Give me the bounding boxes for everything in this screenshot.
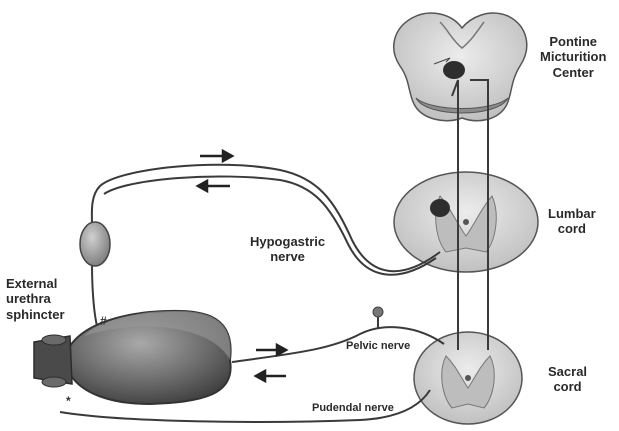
- lumbar-cord-label: Lumbar cord: [548, 206, 596, 237]
- sacral-cord-label: Sacral cord: [548, 364, 587, 395]
- pons-section: [394, 13, 527, 121]
- arrow-efferent-hypogastric: [200, 151, 232, 161]
- arrow-efferent-pelvic: [256, 345, 286, 355]
- pelvic-ganglion: [373, 307, 383, 317]
- arrow-afferent-pelvic: [256, 371, 286, 381]
- hash-mark: #: [100, 314, 107, 328]
- urethra: [34, 335, 72, 387]
- pudendal-nerve-label: Pudendal nerve: [312, 402, 394, 415]
- bladder: [67, 311, 231, 404]
- lumbar-cord-section: [394, 172, 538, 272]
- pontine-center-label: Pontine Micturition Center: [540, 34, 606, 80]
- sacral-cord-section: [414, 332, 522, 424]
- pelvic-nerve-path: [232, 316, 444, 362]
- arrow-afferent-hypogastric: [198, 181, 230, 191]
- external-sphincter-label: External urethra sphincter: [6, 276, 65, 322]
- pmc-nucleus: [443, 61, 465, 79]
- hypogastric-nerve-label: Hypogastric nerve: [250, 234, 325, 265]
- lumbar-nucleus: [430, 199, 450, 217]
- asterisk-mark: *: [66, 394, 71, 408]
- pelvic-nerve-label: Pelvic nerve: [346, 340, 410, 353]
- hypogastric-ganglion: [80, 222, 110, 266]
